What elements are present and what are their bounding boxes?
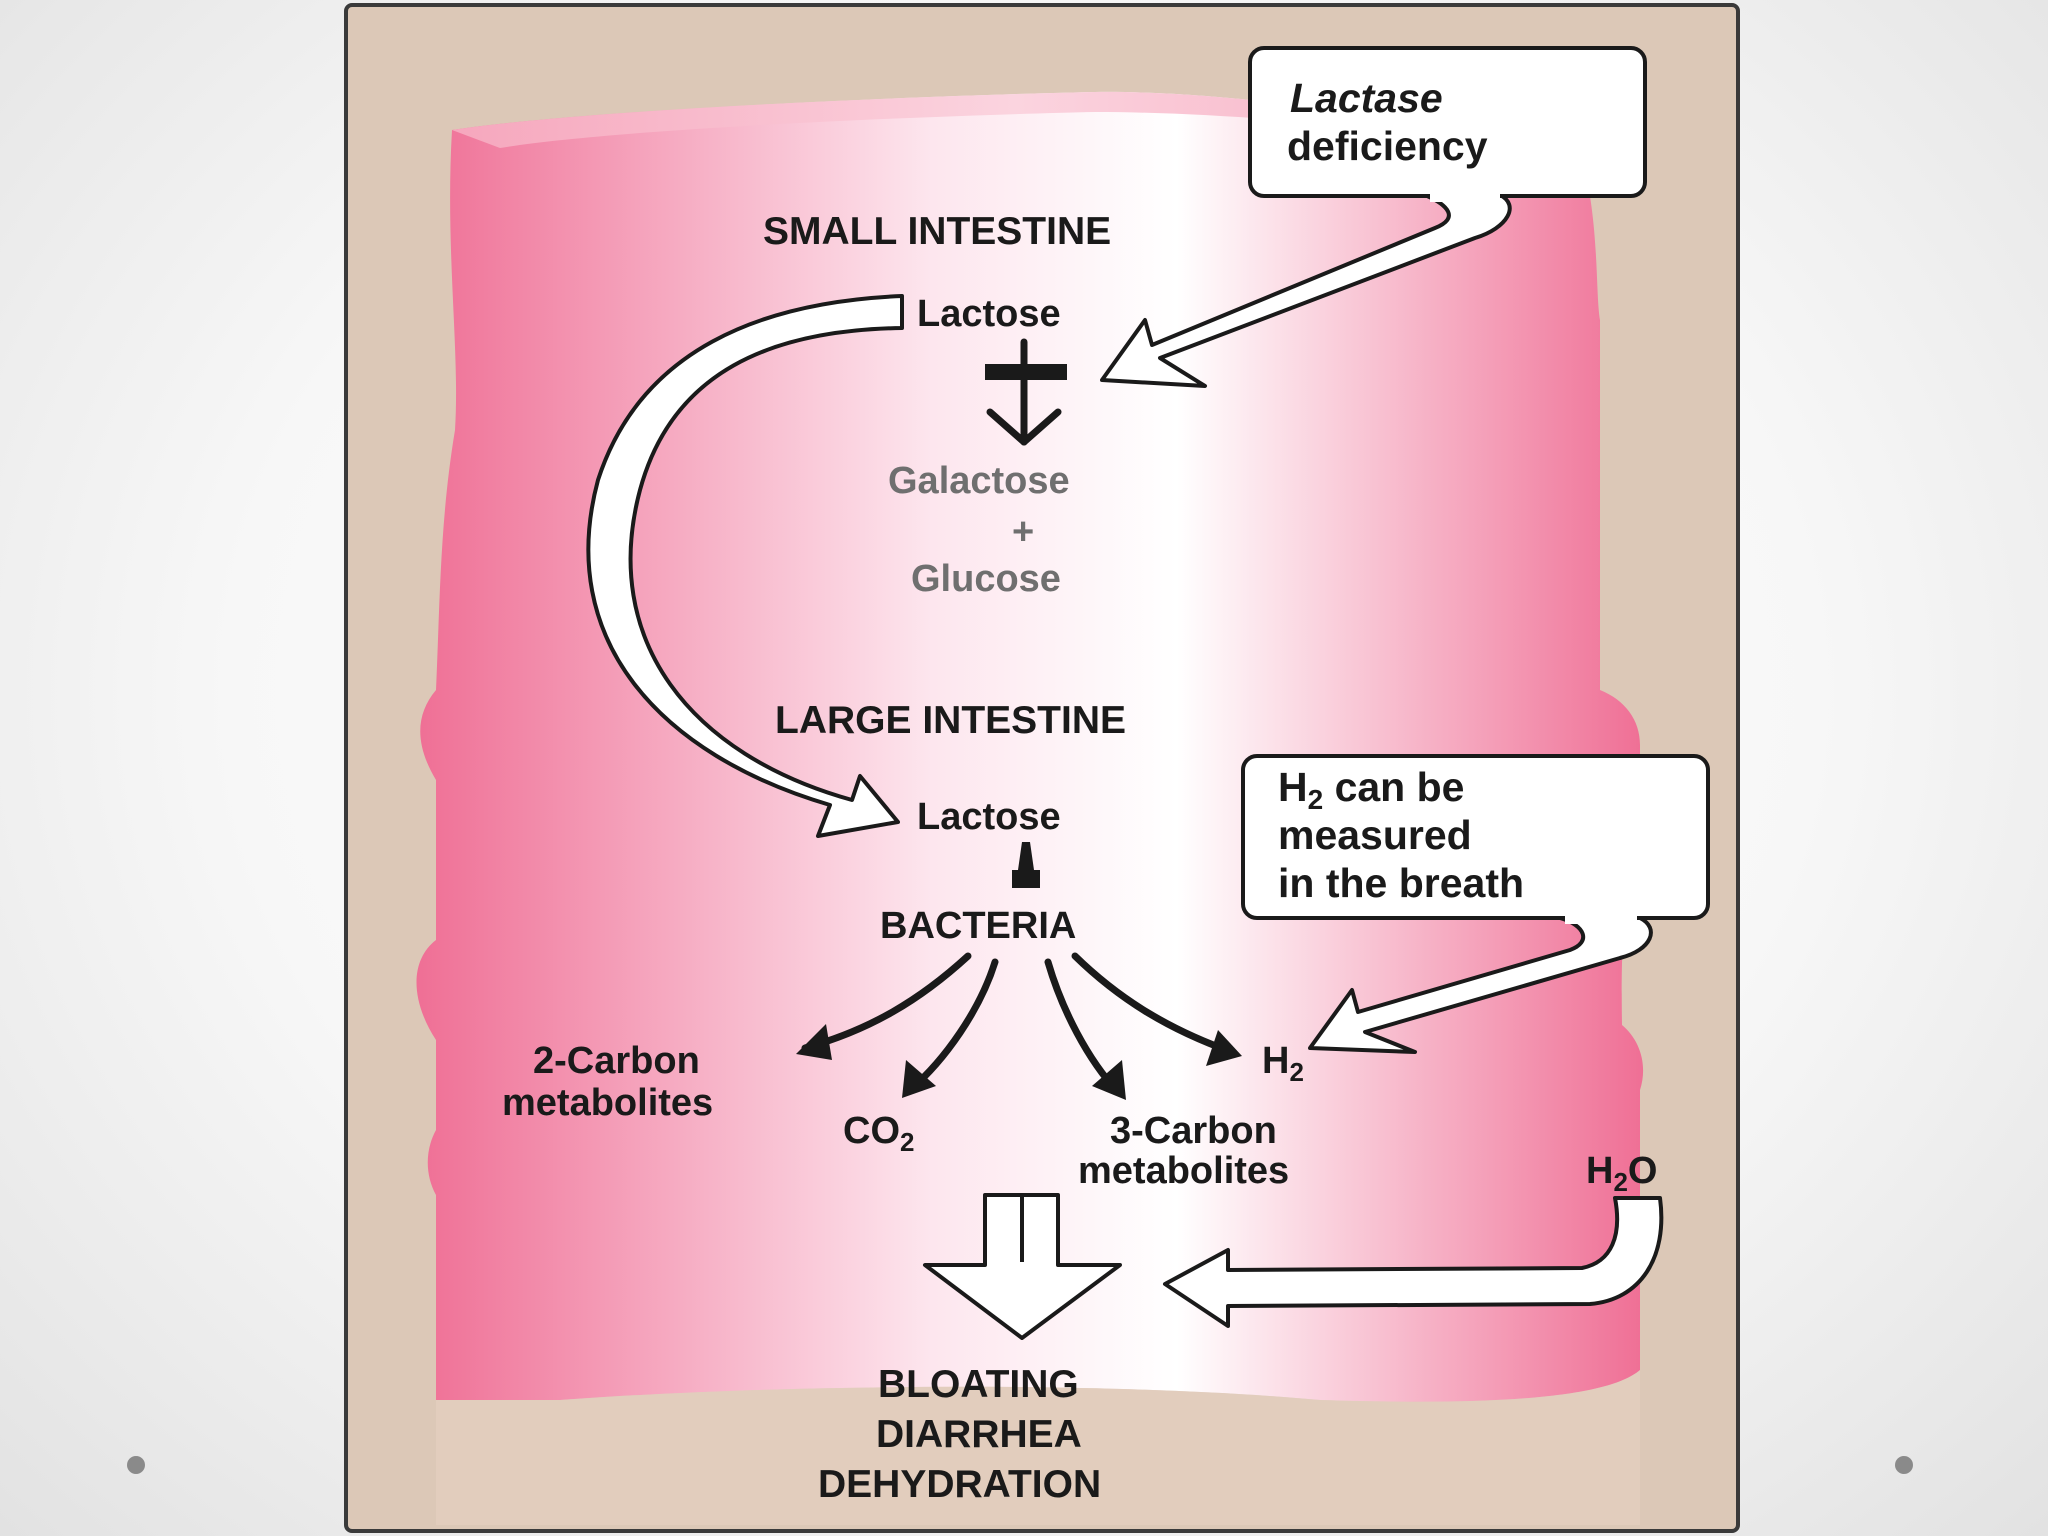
outcome-bloating: BLOATING bbox=[878, 1363, 1079, 1406]
lactase-callout-line2: deficiency bbox=[1287, 123, 1488, 169]
h2-callout-arrow bbox=[1308, 916, 1653, 1054]
co2-sub: 2 bbox=[900, 1127, 914, 1157]
head-h2 bbox=[1206, 1030, 1242, 1066]
h2o-main: H bbox=[1586, 1150, 1613, 1192]
intestine-tissue bbox=[416, 91, 1644, 1402]
h2-callout-line3: in the breath bbox=[1278, 860, 1524, 906]
h2-sub: 2 bbox=[1289, 1057, 1303, 1087]
co2-label: CO2 bbox=[843, 1110, 914, 1157]
glucose-label: Glucose bbox=[911, 558, 1061, 600]
head-co2 bbox=[902, 1060, 936, 1098]
head-2-carbon bbox=[796, 1024, 832, 1060]
outcome-dehydration: DEHYDRATION bbox=[818, 1463, 1101, 1506]
co2-main: CO bbox=[843, 1110, 900, 1152]
h2o-rest: O bbox=[1628, 1150, 1658, 1192]
head-3-carbon bbox=[1092, 1060, 1126, 1100]
lactase-callout-line1: Lactase bbox=[1290, 75, 1443, 121]
arrow-to-h2 bbox=[1071, 952, 1236, 1056]
small-intestine-lactose: Lactose bbox=[917, 293, 1061, 335]
h2-product-label: H2 bbox=[1262, 1040, 1304, 1087]
blocked-digestion-arrow bbox=[986, 338, 1062, 446]
two-carbon-line1: 2-Carbon bbox=[533, 1040, 700, 1082]
h2-callout-rest: can be bbox=[1323, 764, 1464, 810]
h2o-sub: 2 bbox=[1613, 1167, 1627, 1197]
h2-main: H bbox=[1262, 1040, 1289, 1082]
three-carbon-line1: 3-Carbon bbox=[1110, 1110, 1277, 1152]
h2-callout-line2: measured bbox=[1278, 812, 1472, 858]
h2o-label: H2O bbox=[1586, 1150, 1657, 1197]
large-intestine-lactose: Lactose bbox=[917, 796, 1061, 838]
h2-callout-box bbox=[1241, 754, 1710, 920]
h2-callout-sub: 2 bbox=[1308, 784, 1324, 815]
two-carbon-line2: metabolites bbox=[502, 1082, 713, 1124]
fermentation-arrowheads bbox=[796, 1024, 1242, 1100]
outcome-diarrhea: DIARRHEA bbox=[876, 1413, 1082, 1456]
h2-callout-line1: H2 can be bbox=[1278, 764, 1464, 815]
large-intestine-heading: LARGE INTESTINE bbox=[775, 699, 1126, 742]
lactase-callout-arrow bbox=[1100, 193, 1512, 388]
intestine-bottom-fold bbox=[436, 1370, 1640, 1525]
bacteria-label: BACTERIA bbox=[880, 905, 1076, 947]
h2-callout-join bbox=[1565, 908, 1637, 924]
h2-callout-h: H bbox=[1278, 764, 1308, 810]
lactose-transit-arrow bbox=[586, 294, 904, 838]
galactose-label: Galactose bbox=[888, 460, 1070, 502]
lactase-callout-box bbox=[1248, 46, 1647, 198]
plus-label: + bbox=[1012, 511, 1034, 553]
slide-dot-right bbox=[1895, 1456, 1913, 1474]
lactase-callout-join bbox=[1430, 186, 1500, 202]
outcome-down-arrow bbox=[923, 1193, 1122, 1340]
enzyme-block-bar bbox=[985, 364, 1067, 380]
slide-dot-left bbox=[127, 1456, 145, 1474]
bacteria-up-arrow bbox=[1012, 842, 1040, 888]
three-carbon-line2: metabolites bbox=[1078, 1150, 1289, 1192]
small-intestine-heading: SMALL INTESTINE bbox=[763, 210, 1111, 253]
water-influx-arrow bbox=[1163, 1196, 1664, 1328]
